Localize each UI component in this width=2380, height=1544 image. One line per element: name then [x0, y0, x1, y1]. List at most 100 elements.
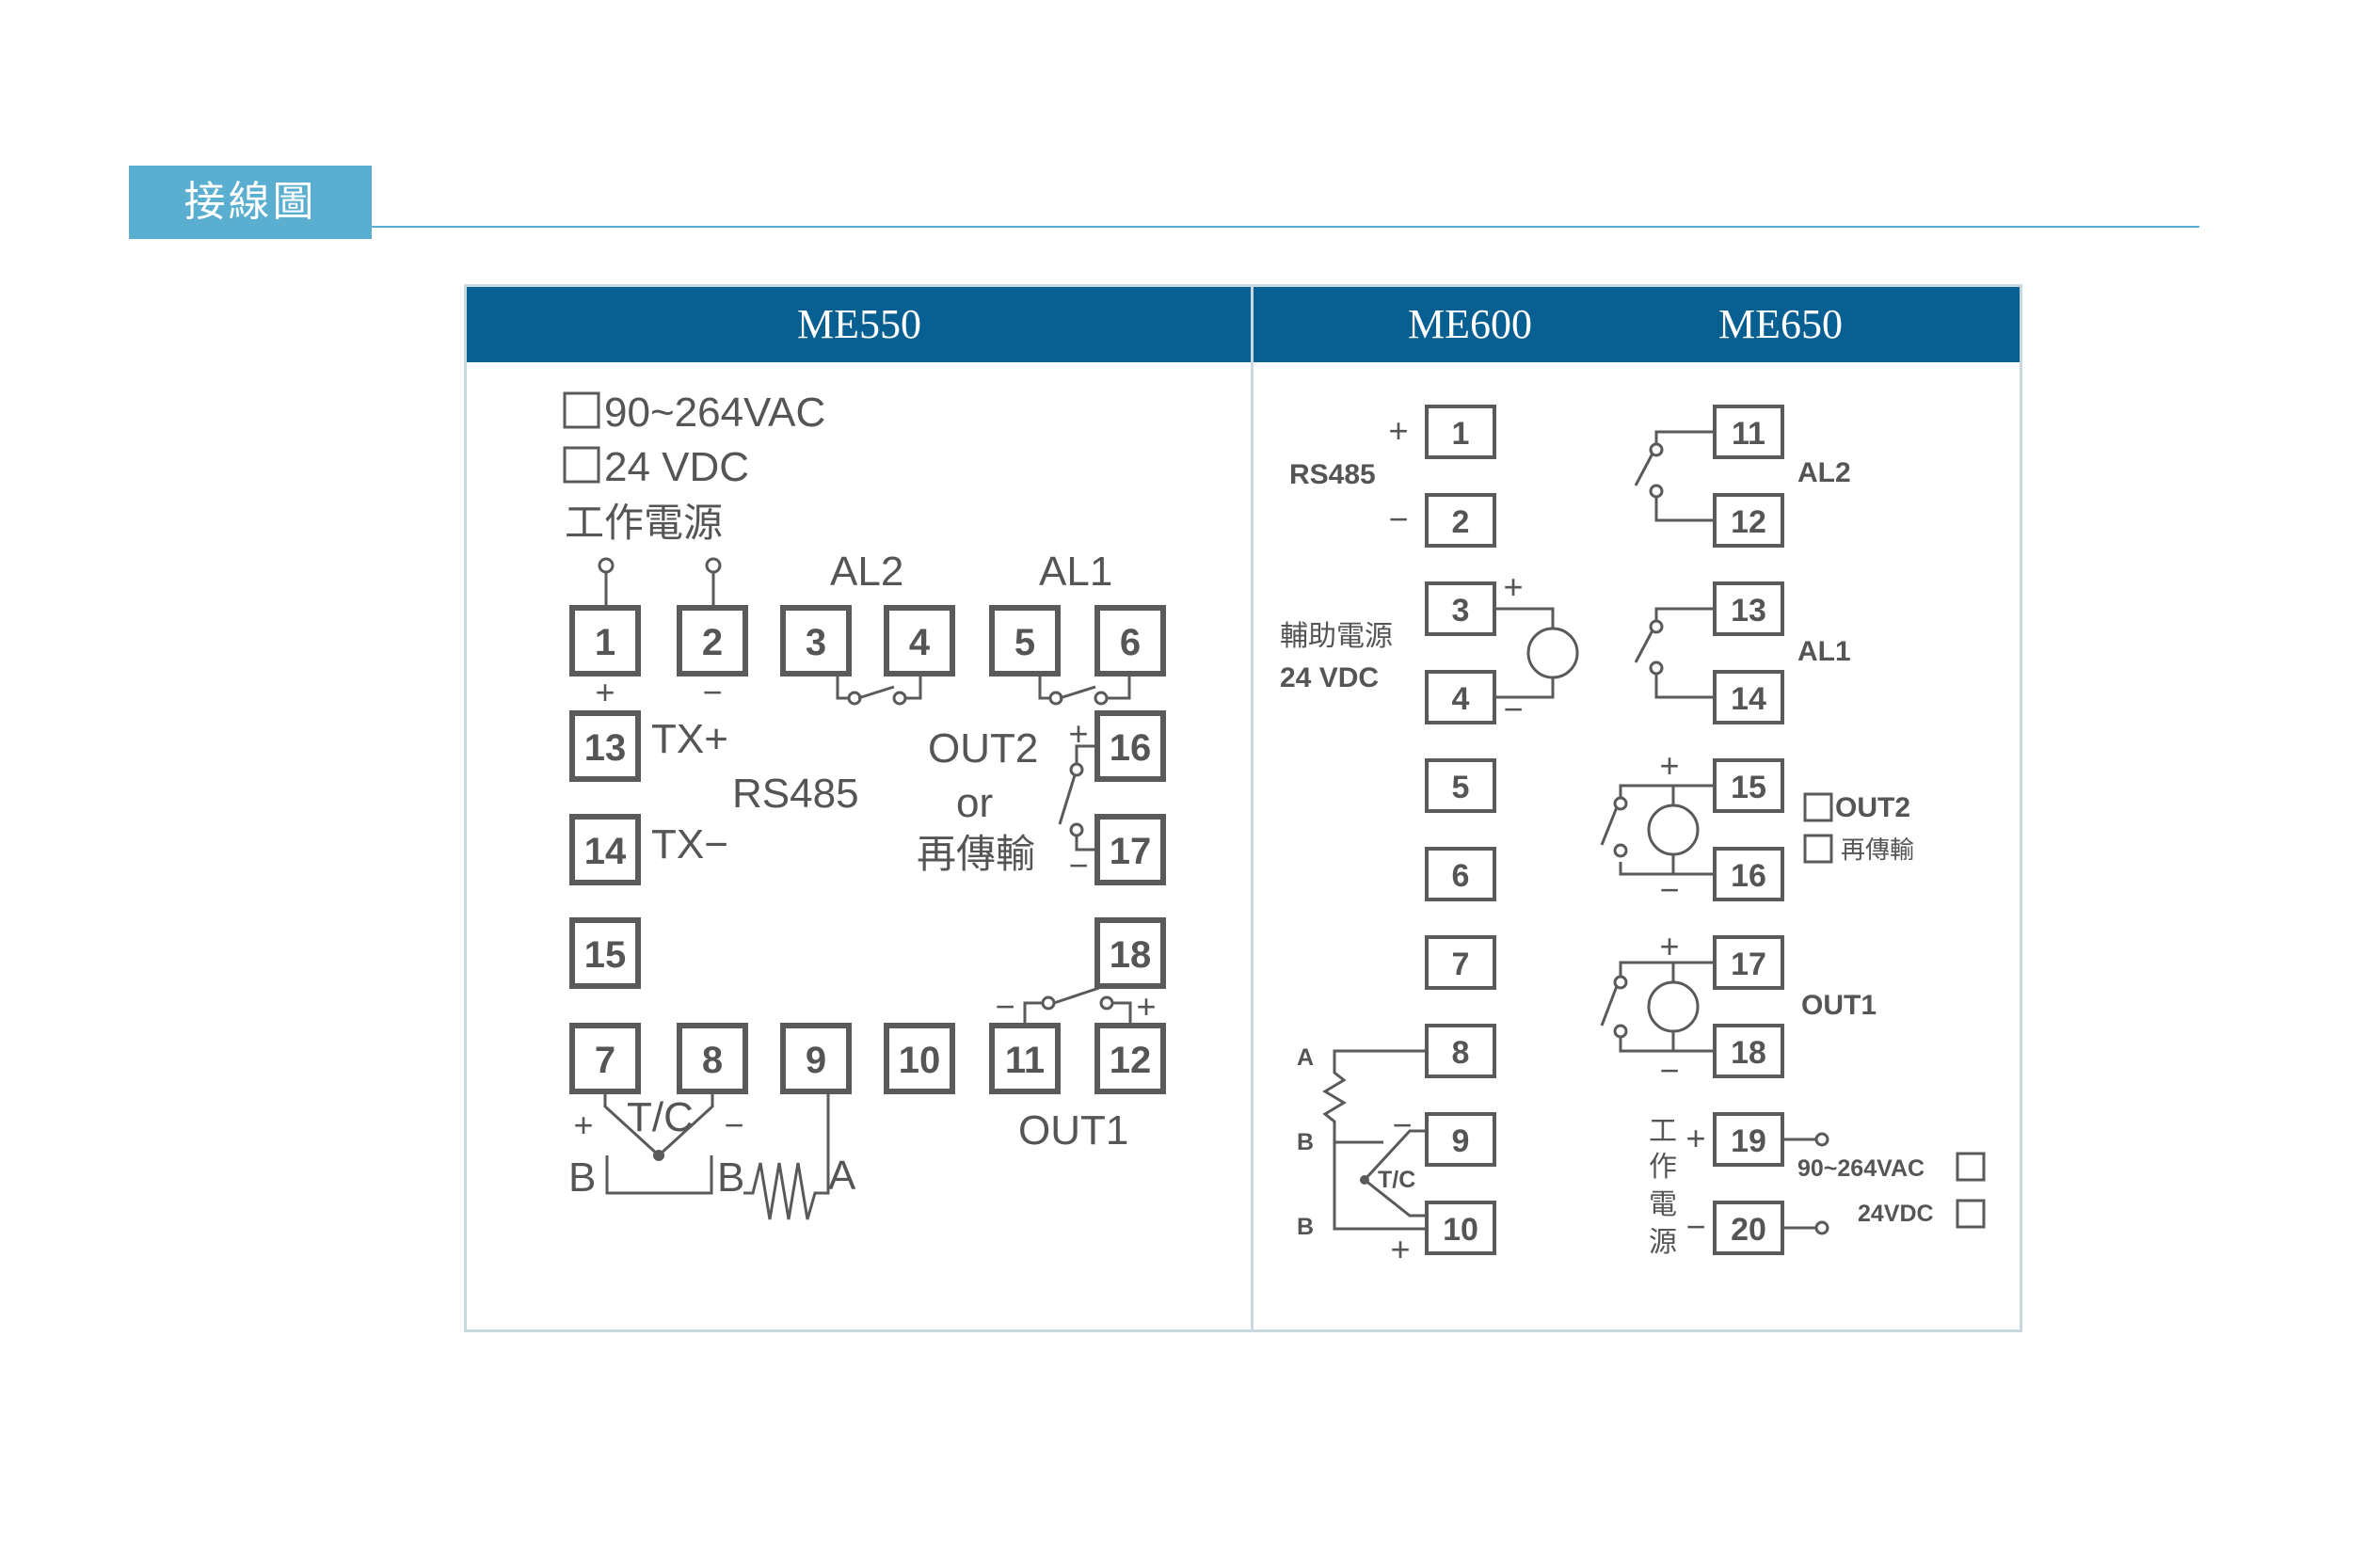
a-label-me600: A: [1297, 1044, 1314, 1071]
svg-text:14: 14: [584, 831, 627, 872]
power-label: 工作電源: [565, 500, 723, 546]
svg-text:+: +: [1503, 567, 1523, 606]
svg-text:+: +: [1659, 746, 1679, 785]
rs485-label-me600: RS485: [1289, 459, 1376, 490]
tc-label-me600: T/C: [1378, 1167, 1415, 1193]
al1-label: AL1: [1039, 549, 1112, 595]
vdc-checkbox[interactable]: [1956, 1199, 1986, 1229]
power-label-v2: 作: [1649, 1151, 1677, 1184]
svg-text:13: 13: [1731, 593, 1766, 629]
power-option-checkbox-1[interactable]: [563, 391, 600, 429]
svg-text:10: 10: [1443, 1212, 1478, 1248]
svg-text:8: 8: [702, 1040, 723, 1081]
svg-text:18: 18: [1110, 934, 1152, 976]
svg-text:−: −: [702, 673, 722, 711]
power-option-vac: 90~264VAC: [604, 390, 825, 436]
svg-text:−: −: [1659, 870, 1679, 909]
svg-text:+: +: [1068, 714, 1088, 753]
power-label-v3: 電: [1649, 1188, 1677, 1221]
svg-text:−: −: [995, 987, 1014, 1026]
power-option-checkbox-2[interactable]: [563, 446, 600, 484]
svg-text:12: 12: [1110, 1040, 1152, 1081]
terminal-14-me650: 14: [1713, 670, 1784, 724]
svg-text:9: 9: [806, 1040, 826, 1081]
b-label-me600-2: B: [1297, 1214, 1314, 1240]
terminal-5: 5: [989, 605, 1061, 676]
svg-text:18: 18: [1731, 1035, 1766, 1071]
svg-text:14: 14: [1731, 681, 1766, 717]
svg-text:17: 17: [1110, 831, 1152, 872]
svg-text:+: +: [1659, 927, 1679, 965]
terminal-3-me600: 3: [1425, 581, 1496, 636]
terminal-17: 17: [1094, 814, 1166, 885]
svg-text:5: 5: [1452, 770, 1470, 805]
svg-text:6: 6: [1120, 622, 1141, 663]
terminal-8: 8: [677, 1023, 748, 1094]
out1-label-me650: OUT1: [1801, 990, 1877, 1021]
svg-text:4: 4: [1452, 681, 1470, 717]
svg-text:20: 20: [1731, 1212, 1766, 1248]
terminal-18: 18: [1094, 917, 1166, 989]
me600-title: ME600: [1408, 301, 1532, 347]
retrans-label: 再傳輸: [917, 831, 1035, 877]
svg-text:10: 10: [899, 1040, 941, 1081]
terminal-10: 10: [884, 1023, 955, 1094]
terminal-7: 7: [569, 1023, 641, 1094]
svg-text:2: 2: [1452, 504, 1470, 540]
terminal-13: 13: [569, 710, 641, 782]
section-title: 接線圖: [129, 166, 372, 239]
terminal-11-me650: 11: [1713, 405, 1784, 459]
retrans-checkbox[interactable]: [1803, 834, 1833, 864]
me550-title: ME550: [797, 301, 921, 347]
svg-text:17: 17: [1731, 947, 1766, 982]
out2-label: OUT2: [928, 725, 1038, 772]
b-label-1: B: [568, 1154, 596, 1201]
svg-text:3: 3: [806, 622, 826, 663]
aux-vdc-label: 24 VDC: [1280, 662, 1379, 693]
terminal-19-me650: 19: [1713, 1112, 1784, 1167]
retrans-label-me650: 再傳輸: [1841, 836, 1914, 865]
power-label-v4: 源: [1649, 1226, 1677, 1259]
me600-650-header: ME600 ME650: [1254, 287, 2020, 362]
svg-text:−: −: [1388, 500, 1408, 538]
out2-checkbox[interactable]: [1803, 792, 1833, 822]
or-label: or: [956, 780, 993, 826]
terminal-15: 15: [569, 917, 641, 989]
al2-label: AL2: [830, 549, 903, 595]
rs485-label: RS485: [732, 771, 859, 817]
svg-text:+: +: [1388, 411, 1408, 450]
terminal-1-me600: 1: [1425, 405, 1496, 459]
terminal-9-me600: 9: [1425, 1112, 1496, 1167]
terminal-3: 3: [780, 605, 852, 676]
svg-text:−: −: [1685, 1207, 1705, 1246]
terminal-2-me600: 2: [1425, 493, 1496, 548]
me550-diagram: 90~264VAC 24 VDC 工作電源 AL2 AL1 1 2 3 4 5 …: [563, 390, 1166, 1220]
a-label: A: [828, 1153, 856, 1199]
terminal-7-me600: 7: [1425, 935, 1496, 990]
tx-minus-label: TX−: [651, 821, 728, 868]
me650-title: ME650: [1718, 301, 1843, 347]
svg-text:−: −: [1068, 846, 1088, 884]
terminal-10-me600: 10: [1425, 1201, 1496, 1255]
terminal-12: 12: [1094, 1023, 1166, 1094]
svg-text:1: 1: [595, 622, 615, 663]
power-option-vdc: 24 VDC: [604, 444, 749, 490]
svg-text:7: 7: [595, 1040, 615, 1081]
terminal-8-me600: 8: [1425, 1024, 1496, 1078]
terminal-9: 9: [780, 1023, 852, 1094]
terminal-2: 2: [677, 605, 748, 676]
svg-text:7: 7: [1452, 947, 1470, 982]
svg-text:+: +: [1685, 1119, 1705, 1157]
svg-text:2: 2: [702, 622, 723, 663]
svg-text:+: +: [573, 1106, 593, 1144]
terminal-18-me650: 18: [1713, 1024, 1784, 1078]
svg-text:16: 16: [1110, 727, 1152, 769]
tx-plus-label: TX+: [651, 716, 728, 762]
svg-text:12: 12: [1731, 504, 1766, 540]
terminal-6-me600: 6: [1425, 847, 1496, 901]
svg-text:+: +: [1390, 1230, 1410, 1268]
vac-checkbox[interactable]: [1956, 1152, 1986, 1182]
out1-label: OUT1: [1018, 1107, 1128, 1154]
svg-text:1: 1: [1452, 416, 1470, 452]
